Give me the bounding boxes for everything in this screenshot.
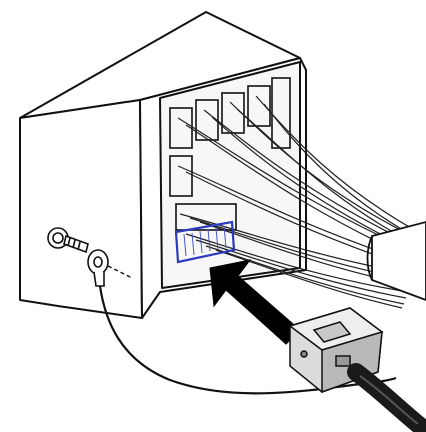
slot-1: [169, 107, 193, 149]
connector-side-shade: [321, 330, 383, 394]
housing-front-face: [19, 99, 143, 319]
ring-terminal-icon: [87, 249, 109, 287]
screw-icon: [47, 227, 89, 254]
target-socket: [174, 220, 236, 264]
ground-guide-line: [107, 265, 133, 279]
connector-latch: [312, 321, 352, 343]
target-socket-highlight: [174, 220, 236, 264]
slot-4: [247, 85, 271, 127]
wire-bundle: [177, 95, 421, 309]
slot-2: [195, 99, 219, 141]
slot-6: [169, 155, 193, 197]
bundle-sheath: [366, 221, 426, 301]
slot-7: [175, 203, 237, 231]
unit-housing: [19, 11, 307, 319]
